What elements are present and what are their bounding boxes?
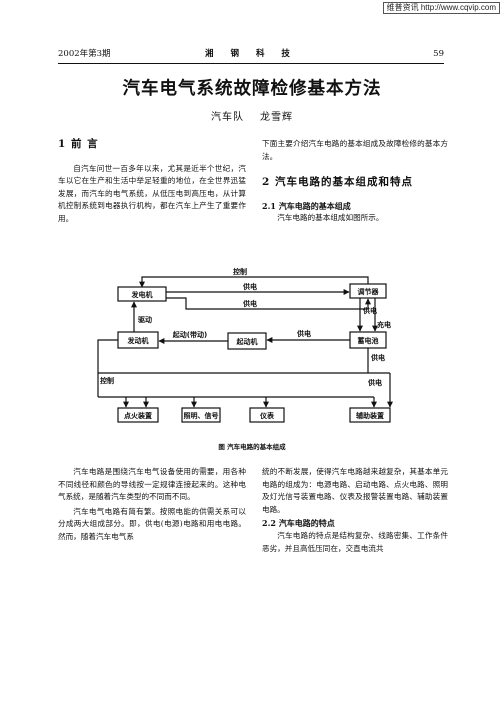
edge-control-left: 控制: [100, 376, 114, 385]
edge-charge: 充电: [377, 320, 391, 329]
box-ignition: [117, 407, 159, 423]
section-2-2-heading: 2.2 汽车电路的特点: [262, 518, 335, 529]
running-header: 2002年第3期 湘 钢 科 技 59: [58, 47, 444, 61]
journal-name: 湘 钢 科 技: [205, 49, 297, 59]
left-column-top: 1 前 言 自汽车问世一百多年以来，尤其是近半个世纪，汽车以它在生产和生活中举足…: [58, 138, 246, 226]
box-instruments: [249, 407, 285, 423]
section-2-1-paragraph: 汽车电路的基本组成如图所示。: [277, 213, 384, 223]
edge-control-top: 控制: [233, 267, 247, 276]
author-name: 龙雪辉: [260, 112, 293, 123]
right-column-bottom: 统的不断发展，使得汽车电路越来越复杂，其基本单元电路的组成为：电源电路、启动电路…: [262, 466, 448, 555]
issue-label: 2002年第3期: [58, 49, 111, 59]
label-generator: 发电机: [131, 290, 153, 299]
section-1-heading: 1 前 言: [58, 138, 99, 150]
label-regulator: 调节器: [358, 287, 380, 296]
edge-supply-3: 供电: [296, 329, 311, 338]
box-lighting: [181, 407, 221, 423]
label-starter: 起动机: [236, 337, 258, 346]
section-2-1-heading: 2.1 汽车电路的基本组成: [262, 200, 351, 211]
circuit-paragraph-2: 汽车电气电路有简有繁。按照电能的供需关系可以分成两大组成部分。即，供电(电源)电…: [58, 506, 246, 541]
edge-supply-regulator: 供电: [362, 306, 377, 315]
label-engine: 发动机: [127, 336, 149, 345]
circuit-paragraph-1: 汽车电路是围绕汽车电气设备使用的需要，用各种不同线径和颜色的导线按一定规律连接起…: [58, 467, 246, 502]
edge-supply-5: 供电: [367, 378, 382, 387]
box-auxiliary: [349, 407, 391, 423]
circuit-diagram: 发电机 调节器 发动机 起动机 蓄电池 点火装置 照明、信号 仪表 辅助装置 控…: [97, 267, 393, 423]
right-column-top: 下面主要介绍汽车电路的基本组成及故障检修的基本方法。 2 汽车电路的基本组成和特…: [262, 138, 448, 225]
intro-continuation: 下面主要介绍汽车电路的基本组成及故障检修的基本方法。: [262, 139, 448, 161]
edge-drive: 驱动: [138, 315, 152, 324]
label-battery: 蓄电池: [358, 336, 379, 345]
features-paragraph: 汽车电路的特点是结构复杂、线路密集、工作条件恶劣，并且高低压同在，交直电流共: [262, 530, 448, 553]
edge-supply-4: 供电: [370, 353, 385, 362]
circuit-paragraph-3: 统的不断发展，使得汽车电路越来越复杂，其基本单元电路的组成为：电源电路、启动电路…: [262, 467, 448, 514]
author-affiliation: 汽车队: [211, 112, 244, 123]
label-instruments: 仪表: [259, 411, 275, 420]
watermark-stamp: 维普资讯 http://www.cqvip.com: [382, 2, 500, 14]
header-rule: [58, 63, 444, 64]
label-ignition: 点火装置: [124, 411, 152, 420]
left-column-bottom: 汽车电路是围绕汽车电气设备使用的需要，用各种不同线径和颜色的导线按一定规律连接起…: [58, 466, 246, 544]
page-number: 59: [433, 49, 444, 59]
edge-supply-1: 供电: [242, 282, 257, 291]
label-lighting: 照明、信号: [184, 411, 219, 420]
article-title: 汽车电气系统故障检修基本方法: [122, 79, 382, 99]
edge-supply-2: 供电: [242, 299, 257, 308]
label-auxiliary: 辅助装置: [356, 411, 384, 420]
edge-start-drive: 起动(带动): [172, 330, 207, 339]
figure-caption: 图 汽车电路的基本组成: [218, 443, 286, 451]
authors: 汽车队 龙雪辉: [0, 108, 504, 123]
intro-paragraph: 自汽车问世一百多年以来，尤其是近半个世纪，汽车以它在生产和生活中举足轻重的地位，…: [58, 163, 246, 223]
section-2-heading: 2 汽车电路的基本组成和特点: [262, 176, 413, 189]
